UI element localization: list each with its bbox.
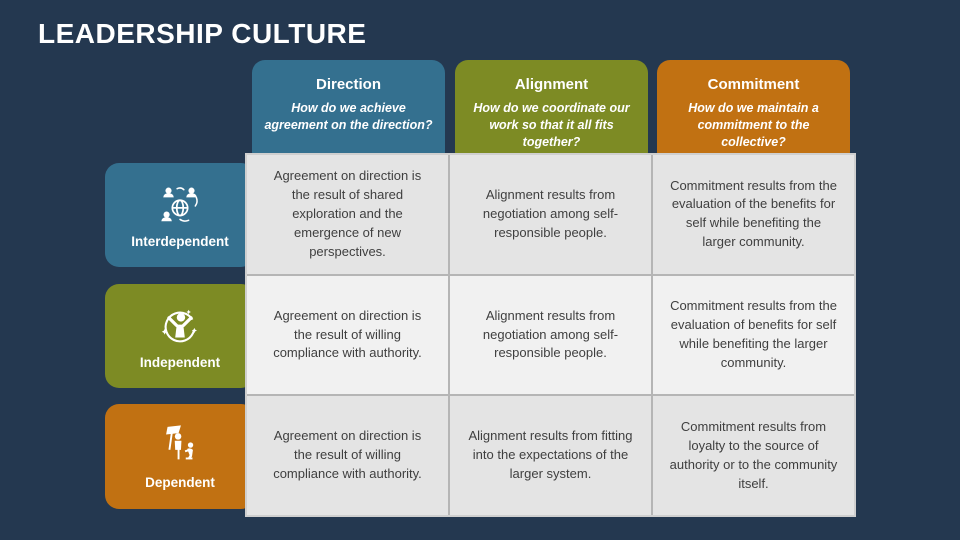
cell-independent-direction: Agreement on direction is the result of … bbox=[247, 275, 448, 395]
row-label: Independent bbox=[139, 354, 221, 370]
row-header-interdependent: Interdependent bbox=[105, 163, 255, 267]
page-title: LEADERSHIP CULTURE bbox=[38, 18, 367, 49]
row-label: Dependent bbox=[145, 475, 215, 490]
column-header-commitment: Commitment How do we maintain a commitme… bbox=[657, 60, 850, 165]
cell-dependent-commitment: Commitment results from loyalty to the s… bbox=[653, 396, 854, 515]
culture-matrix-table: Agreement on direction is the result of … bbox=[245, 153, 856, 517]
cell-interdependent-alignment: Alignment results from negotiation among… bbox=[450, 155, 651, 274]
cell-independent-alignment: Alignment results from negotiation among… bbox=[450, 275, 651, 395]
person-arms-raised-icon bbox=[157, 303, 203, 349]
column-question: How do we maintain a commitment to the c… bbox=[688, 101, 819, 149]
column-header-alignment: Alignment How do we coordinate our work … bbox=[455, 60, 648, 165]
row-label: Interdependent bbox=[131, 233, 229, 249]
row-header-independent: Independent bbox=[105, 284, 255, 388]
row-header-dependent: Dependent bbox=[105, 404, 255, 509]
column-question: How do we coordinate our work so that it… bbox=[473, 101, 630, 149]
column-question: How do we achieve agreement on the direc… bbox=[264, 101, 433, 132]
column-label: Alignment bbox=[514, 76, 589, 93]
flag-leader-follower-icon bbox=[157, 423, 203, 469]
column-header-direction: Direction How do we achieve agreement on… bbox=[252, 60, 445, 165]
cell-dependent-direction: Agreement on direction is the result of … bbox=[247, 396, 448, 515]
cell-interdependent-commitment: Commitment results from the evaluation o… bbox=[653, 155, 854, 274]
column-label: Commitment bbox=[707, 76, 800, 93]
people-around-globe-icon bbox=[157, 182, 203, 228]
cell-independent-commitment: Commitment results from the evaluation o… bbox=[653, 275, 854, 395]
cell-dependent-alignment: Alignment results from fitting into the … bbox=[450, 396, 651, 515]
cell-interdependent-direction: Agreement on direction is the result of … bbox=[247, 155, 448, 274]
column-label: Direction bbox=[315, 76, 381, 93]
